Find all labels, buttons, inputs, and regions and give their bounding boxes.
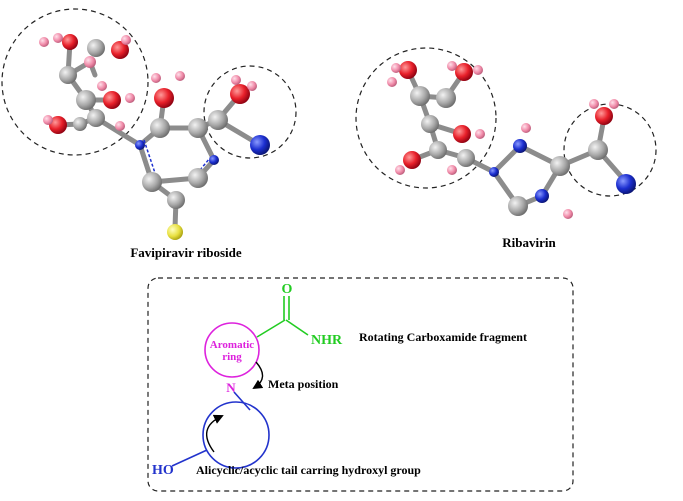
tail-ring-circle: [202, 401, 270, 469]
meta-arrow: [252, 361, 264, 390]
hydroxyl-bond: [171, 449, 208, 467]
aromatic-ring-label-2: ring: [222, 351, 242, 363]
scheme-dashed-box: [147, 277, 574, 492]
tail-note: Alicyclic/acyclic tail carring hydroxyl …: [196, 463, 421, 477]
aromatic-ring-label-1: Aromatic: [210, 339, 255, 351]
sugar-highlight-circle: [1, 8, 149, 156]
ribavirin-caption: Ribavirin: [502, 235, 556, 250]
ring-nitrogen: N: [226, 380, 236, 395]
favipiravir-atoms: [39, 33, 270, 240]
favipiravir-caption: Favipiravir riboside: [130, 245, 242, 260]
meta-position-note: Meta position: [268, 377, 339, 391]
carboxamide-bonds: [256, 296, 309, 338]
n-tail-bond: [233, 391, 251, 411]
hydroxyl-label: HO: [152, 463, 174, 478]
tail-arrow: [205, 414, 224, 453]
ribavirin-sugar-highlight-circle: [355, 47, 497, 189]
carboxamide-highlight-circle: [203, 65, 297, 159]
carboxamide-note: Rotating Carboxamide fragment: [359, 330, 527, 344]
favipiravir-riboside-model: Favipiravir riboside: [1, 8, 297, 260]
favipiravir-ring-hints: [143, 139, 211, 177]
aromatic-ring-circle: [204, 322, 260, 378]
carbonyl-oxygen: O: [282, 282, 293, 297]
amide-nhr: NHR: [311, 333, 343, 348]
pharmacophore-scheme: Aromatic ring O NHR Rotating Carboxamide…: [147, 277, 574, 492]
ribavirin-atoms: [387, 61, 636, 219]
ribavirin-model: Ribavirin: [355, 47, 657, 250]
